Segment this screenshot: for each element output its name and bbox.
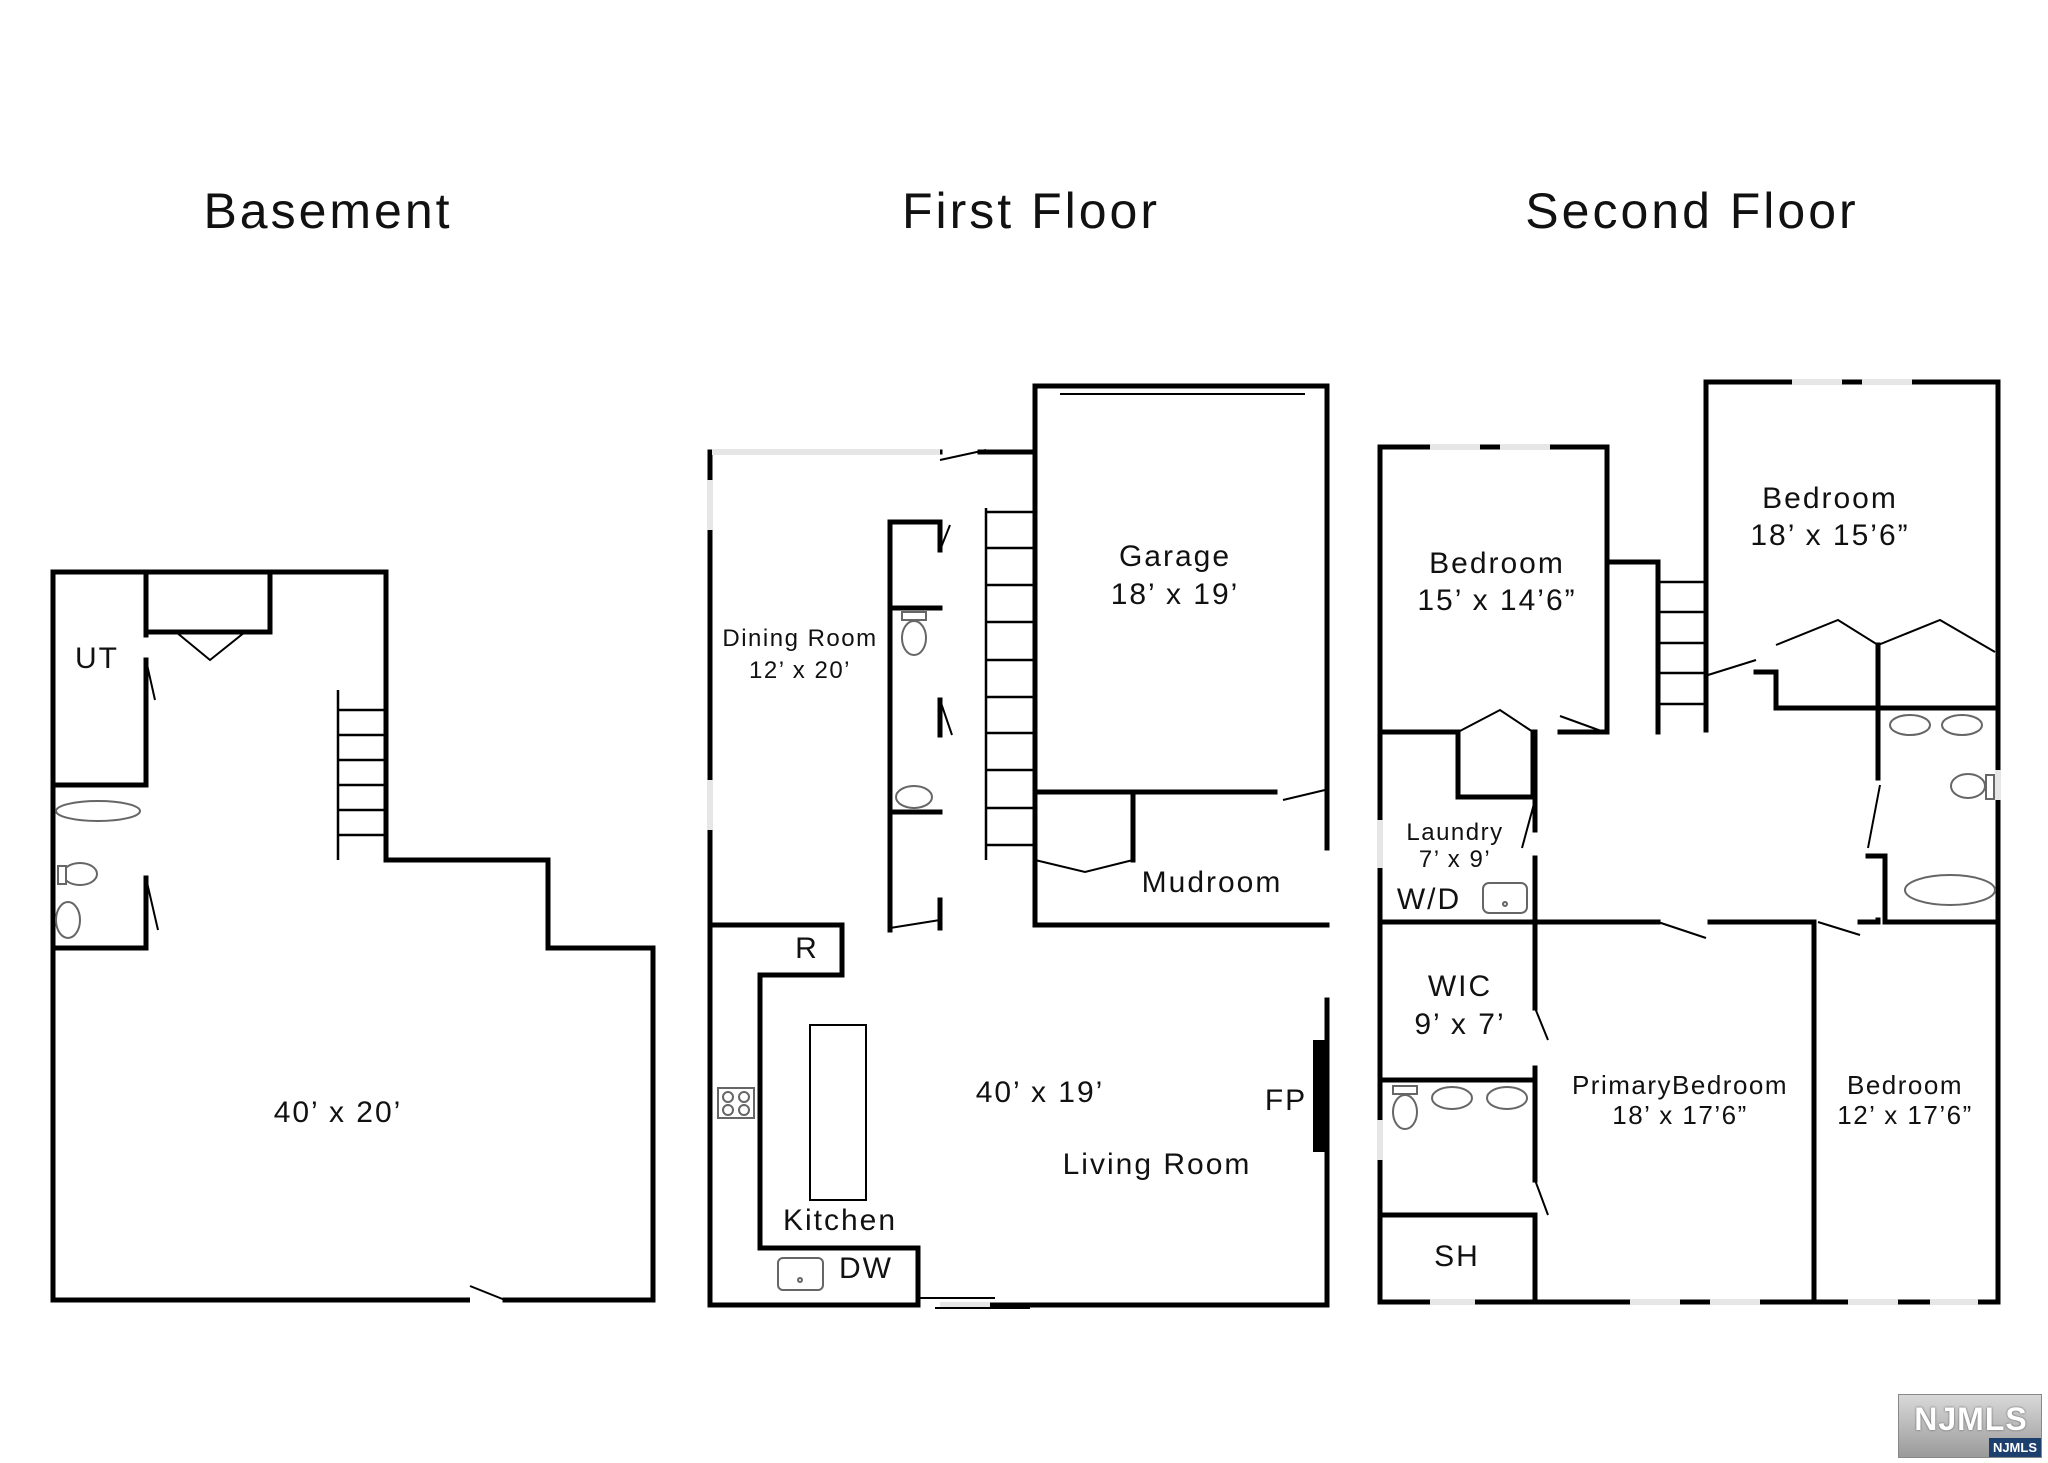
- room-label-garage: Garage: [1119, 540, 1231, 573]
- room-size-living: 40’ x 19’: [976, 1076, 1105, 1109]
- label-refrigerator: R: [795, 932, 819, 965]
- room-size-bedroom-b: 18’ x 15’6”: [1750, 519, 1909, 552]
- toilet-icon: [1950, 773, 1995, 800]
- room-label-bedroom-b: Bedroom: [1762, 482, 1898, 515]
- sink-icon: [777, 1257, 824, 1291]
- stairs-icon: [336, 690, 388, 860]
- sink-icon: [1482, 882, 1528, 914]
- door-icon: [920, 1297, 1030, 1309]
- sink-icon: [55, 901, 81, 939]
- first-floor-plan: Garage 18’ x 19’ Dining Room 12’ x 20’ M…: [707, 383, 1330, 1309]
- door-icon: [469, 1285, 506, 1301]
- stairs-icon: [984, 508, 1037, 860]
- room-label-bedroom-a: Bedroom: [1429, 547, 1565, 580]
- logo-badge: NJMLS: [1988, 1438, 2041, 1457]
- room-label-wic: WIC: [1428, 970, 1492, 1003]
- floor-title-second: Second Floor: [1525, 183, 1858, 239]
- label-fireplace: FP: [1265, 1084, 1307, 1117]
- label-shower: SH: [1434, 1240, 1480, 1273]
- logo-text: NJMLS: [1914, 1401, 2028, 1437]
- room-label-dining: Dining Room: [722, 625, 877, 652]
- room-label-ut: UT: [75, 642, 119, 675]
- second-floor-plan: Bedroom 15’ x 14’6” Bedroom 18’ x 15’6” …: [1377, 379, 2001, 1305]
- stove-icon: [717, 1087, 755, 1119]
- floor-title-basement: Basement: [203, 183, 452, 239]
- room-label-laundry: Laundry: [1406, 819, 1503, 846]
- sink-icon: [895, 785, 933, 809]
- basement-plan: UT 40’ x 20’: [50, 569, 656, 1303]
- toilet-icon: [901, 611, 927, 656]
- room-label-primary-bedroom: PrimaryBedroom: [1572, 1070, 1788, 1100]
- room-size-bedroom-a: 15’ x 14’6”: [1417, 584, 1576, 617]
- bathtub-icon: [1904, 874, 1996, 906]
- room-size-wic: 9’ x 7’: [1414, 1008, 1505, 1041]
- label-dishwasher: DW: [839, 1252, 893, 1285]
- room-label-kitchen: Kitchen: [783, 1204, 897, 1237]
- room-size-laundry: 7’ x 9’: [1419, 846, 1491, 873]
- stairs-icon: [1656, 580, 1708, 732]
- room-size-garage: 18’ x 19’: [1111, 578, 1240, 611]
- toilet-icon: [1392, 1085, 1418, 1130]
- room-size-basement: 40’ x 20’: [274, 1096, 403, 1129]
- njmls-logo: NJMLS NJMLS: [1898, 1394, 2042, 1458]
- sink-icon: [1889, 714, 1983, 736]
- room-label-mudroom: Mudroom: [1142, 866, 1283, 899]
- room-label-bedroom-c: Bedroom: [1847, 1070, 1963, 1100]
- room-size-dining: 12’ x 20’: [749, 657, 851, 684]
- room-size-primary-bedroom: 18’ x 17’6”: [1612, 1100, 1748, 1130]
- room-label-living: Living Room: [1063, 1148, 1252, 1181]
- room-size-bedroom-c: 12’ x 17’6”: [1837, 1100, 1973, 1130]
- sink-icon: [1431, 1086, 1528, 1110]
- toilet-icon: [57, 862, 98, 886]
- floor-title-first: First Floor: [902, 183, 1160, 239]
- label-washer-dryer: W/D: [1397, 883, 1461, 916]
- bathtub-icon: [55, 800, 141, 822]
- fireplace: [1313, 1040, 1325, 1152]
